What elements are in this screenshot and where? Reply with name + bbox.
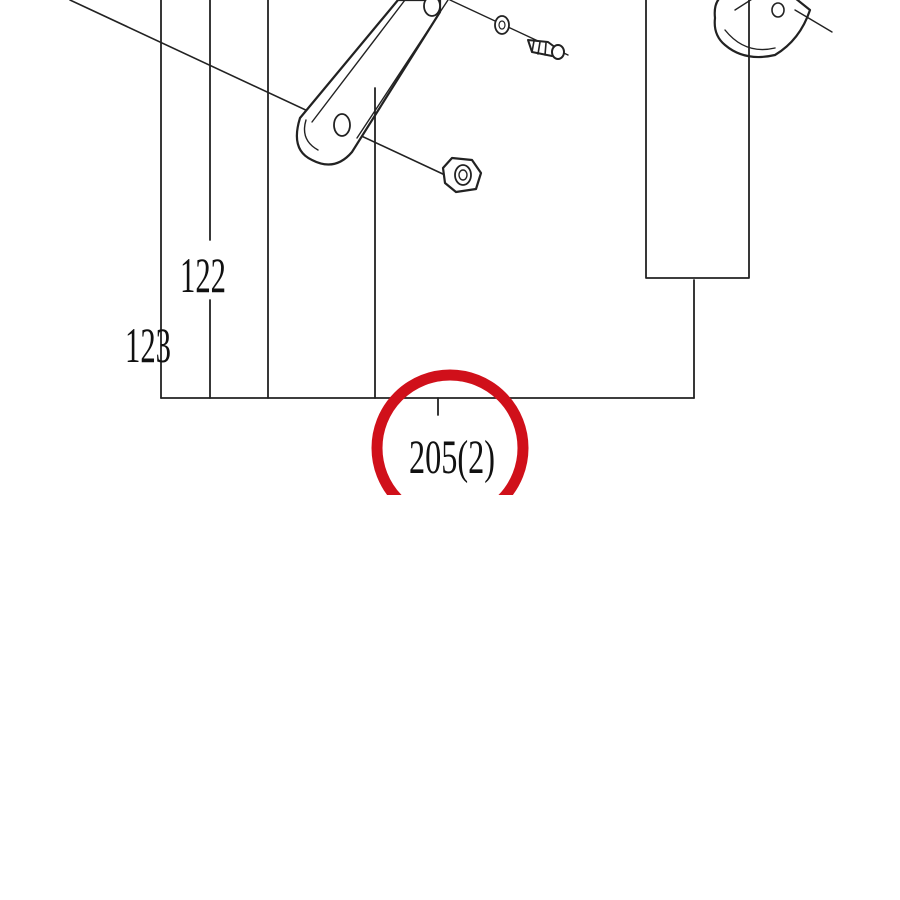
label-123: 123 [125,317,171,373]
bolt-axis-line [69,0,446,176]
washer-part [494,15,510,35]
swing-arm-part [295,0,449,166]
bracket-clip-part [713,0,833,59]
arm-top-hole [423,0,441,17]
screw-part [527,39,565,60]
highlight-circle [371,369,529,495]
hex-nut-part [441,156,483,194]
label-122: 122 [180,247,226,303]
leader-box-right [645,0,750,279]
label-205: 205(2) [409,431,495,484]
arm-hole [333,113,351,137]
